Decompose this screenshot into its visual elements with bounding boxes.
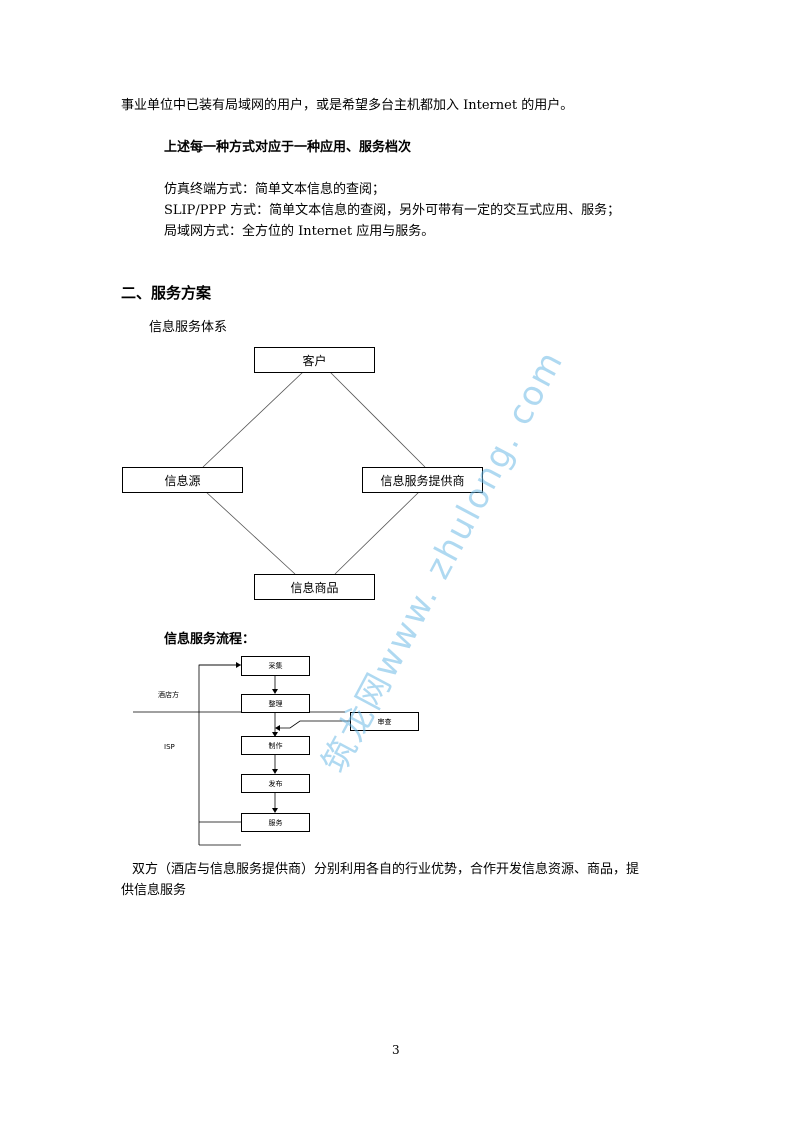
flow-step-collect: 采集 xyxy=(241,656,310,676)
paragraph-line: 供信息服务 xyxy=(121,883,187,898)
flow-step-produce: 制作 xyxy=(241,736,310,755)
paragraph-line: 事业单位中已装有局域网的用户，或是希望多台主机都加入 Internet 的用户。 xyxy=(121,98,574,113)
flow-step-organize: 整理 xyxy=(241,694,310,713)
flow-step-review: 审查 xyxy=(350,712,419,731)
hotel-zone-label: 酒店方 xyxy=(158,691,179,699)
modes-heading: 上述每一种方式对应于一种应用、服务档次 xyxy=(164,140,412,155)
node-service-provider: 信息服务提供商 xyxy=(362,467,483,493)
flow-heading: 信息服务流程： xyxy=(164,632,256,647)
flow-step-publish: 发布 xyxy=(241,774,310,793)
flow-step-service: 服务 xyxy=(241,813,310,832)
isp-zone-label: ISP xyxy=(164,743,175,751)
node-customer: 客户 xyxy=(254,347,375,373)
page-number: 3 xyxy=(392,1043,400,1057)
paragraph-line: 双方（酒店与信息服务提供商）分别利用各自的行业优势，合作开发信息资源、商品，提 xyxy=(132,862,640,877)
mode-item-slip-ppp: SLIP/PPP 方式：简单文本信息的查阅，另外可带有一定的交互式应用、服务； xyxy=(164,203,621,218)
node-information-goods: 信息商品 xyxy=(254,574,375,600)
diagram-caption: 信息服务体系 xyxy=(149,320,228,335)
section-heading: 二、服务方案 xyxy=(121,284,212,302)
node-information-source: 信息源 xyxy=(122,467,243,493)
mode-item-lan: 局域网方式：全方位的 Internet 应用与服务。 xyxy=(164,224,435,239)
mode-item-terminal: 仿真终端方式：简单文本信息的查阅； xyxy=(164,182,386,197)
